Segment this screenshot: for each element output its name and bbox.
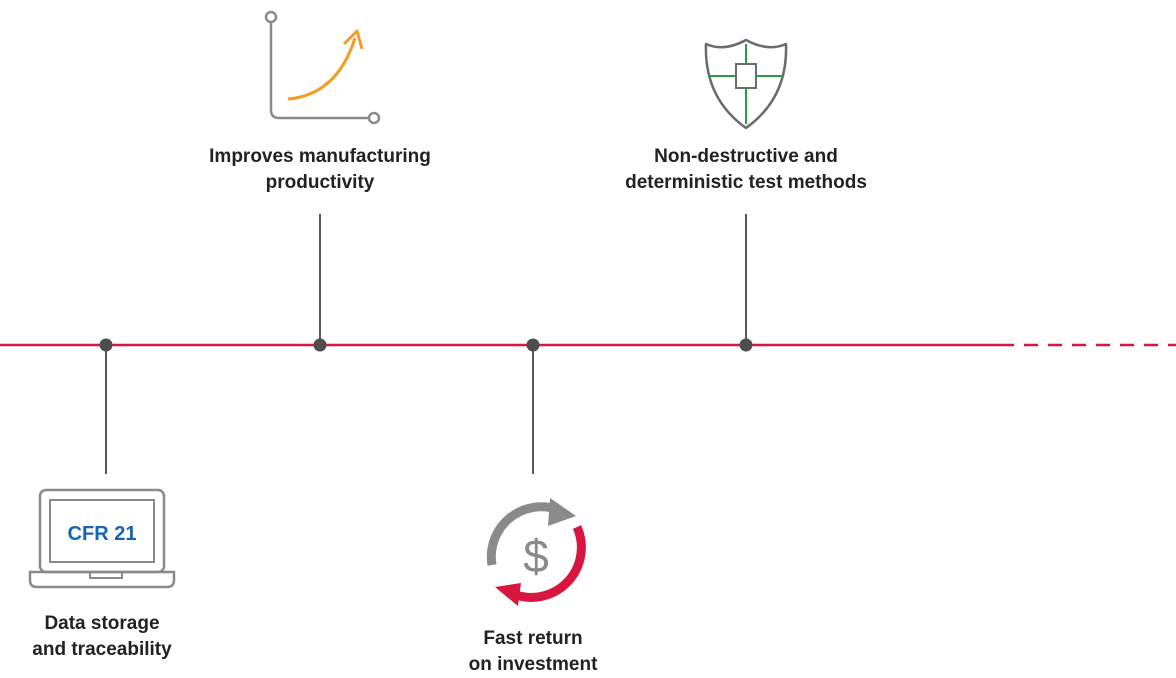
milestone-dot-data-storage [99,338,113,352]
label-data-storage-line2: and traceability [32,639,172,660]
label-roi: Fast return on investment [433,626,633,678]
milestone-dot-productivity [313,338,327,352]
label-data-storage: Data storage and traceability [0,611,204,663]
label-non-destructive-line2: deterministic test methods [625,172,867,193]
laptop-badge-text: CFR 21 [68,523,137,545]
label-productivity-line1: Improves manufacturing [209,146,431,167]
dollar-symbol: $ [523,530,549,582]
laptop-icon: CFR 21 [28,488,176,589]
label-productivity: Improves manufacturing productivity [160,144,480,196]
milestone-dot-roi [526,338,540,352]
label-data-storage-line1: Data storage [44,613,160,634]
label-roi-line1: Fast return [483,628,583,649]
shield-icon [704,38,788,130]
label-non-destructive-line1: Non-destructive and [654,146,838,167]
milestone-dot-non-destructive [739,338,753,352]
dollar-cycle-icon: $ [486,498,586,606]
label-productivity-line2: productivity [265,172,375,193]
growth-curve-icon [264,10,381,125]
label-non-destructive: Non-destructive and deterministic test m… [586,144,906,196]
label-roi-line2: on investment [468,654,598,675]
